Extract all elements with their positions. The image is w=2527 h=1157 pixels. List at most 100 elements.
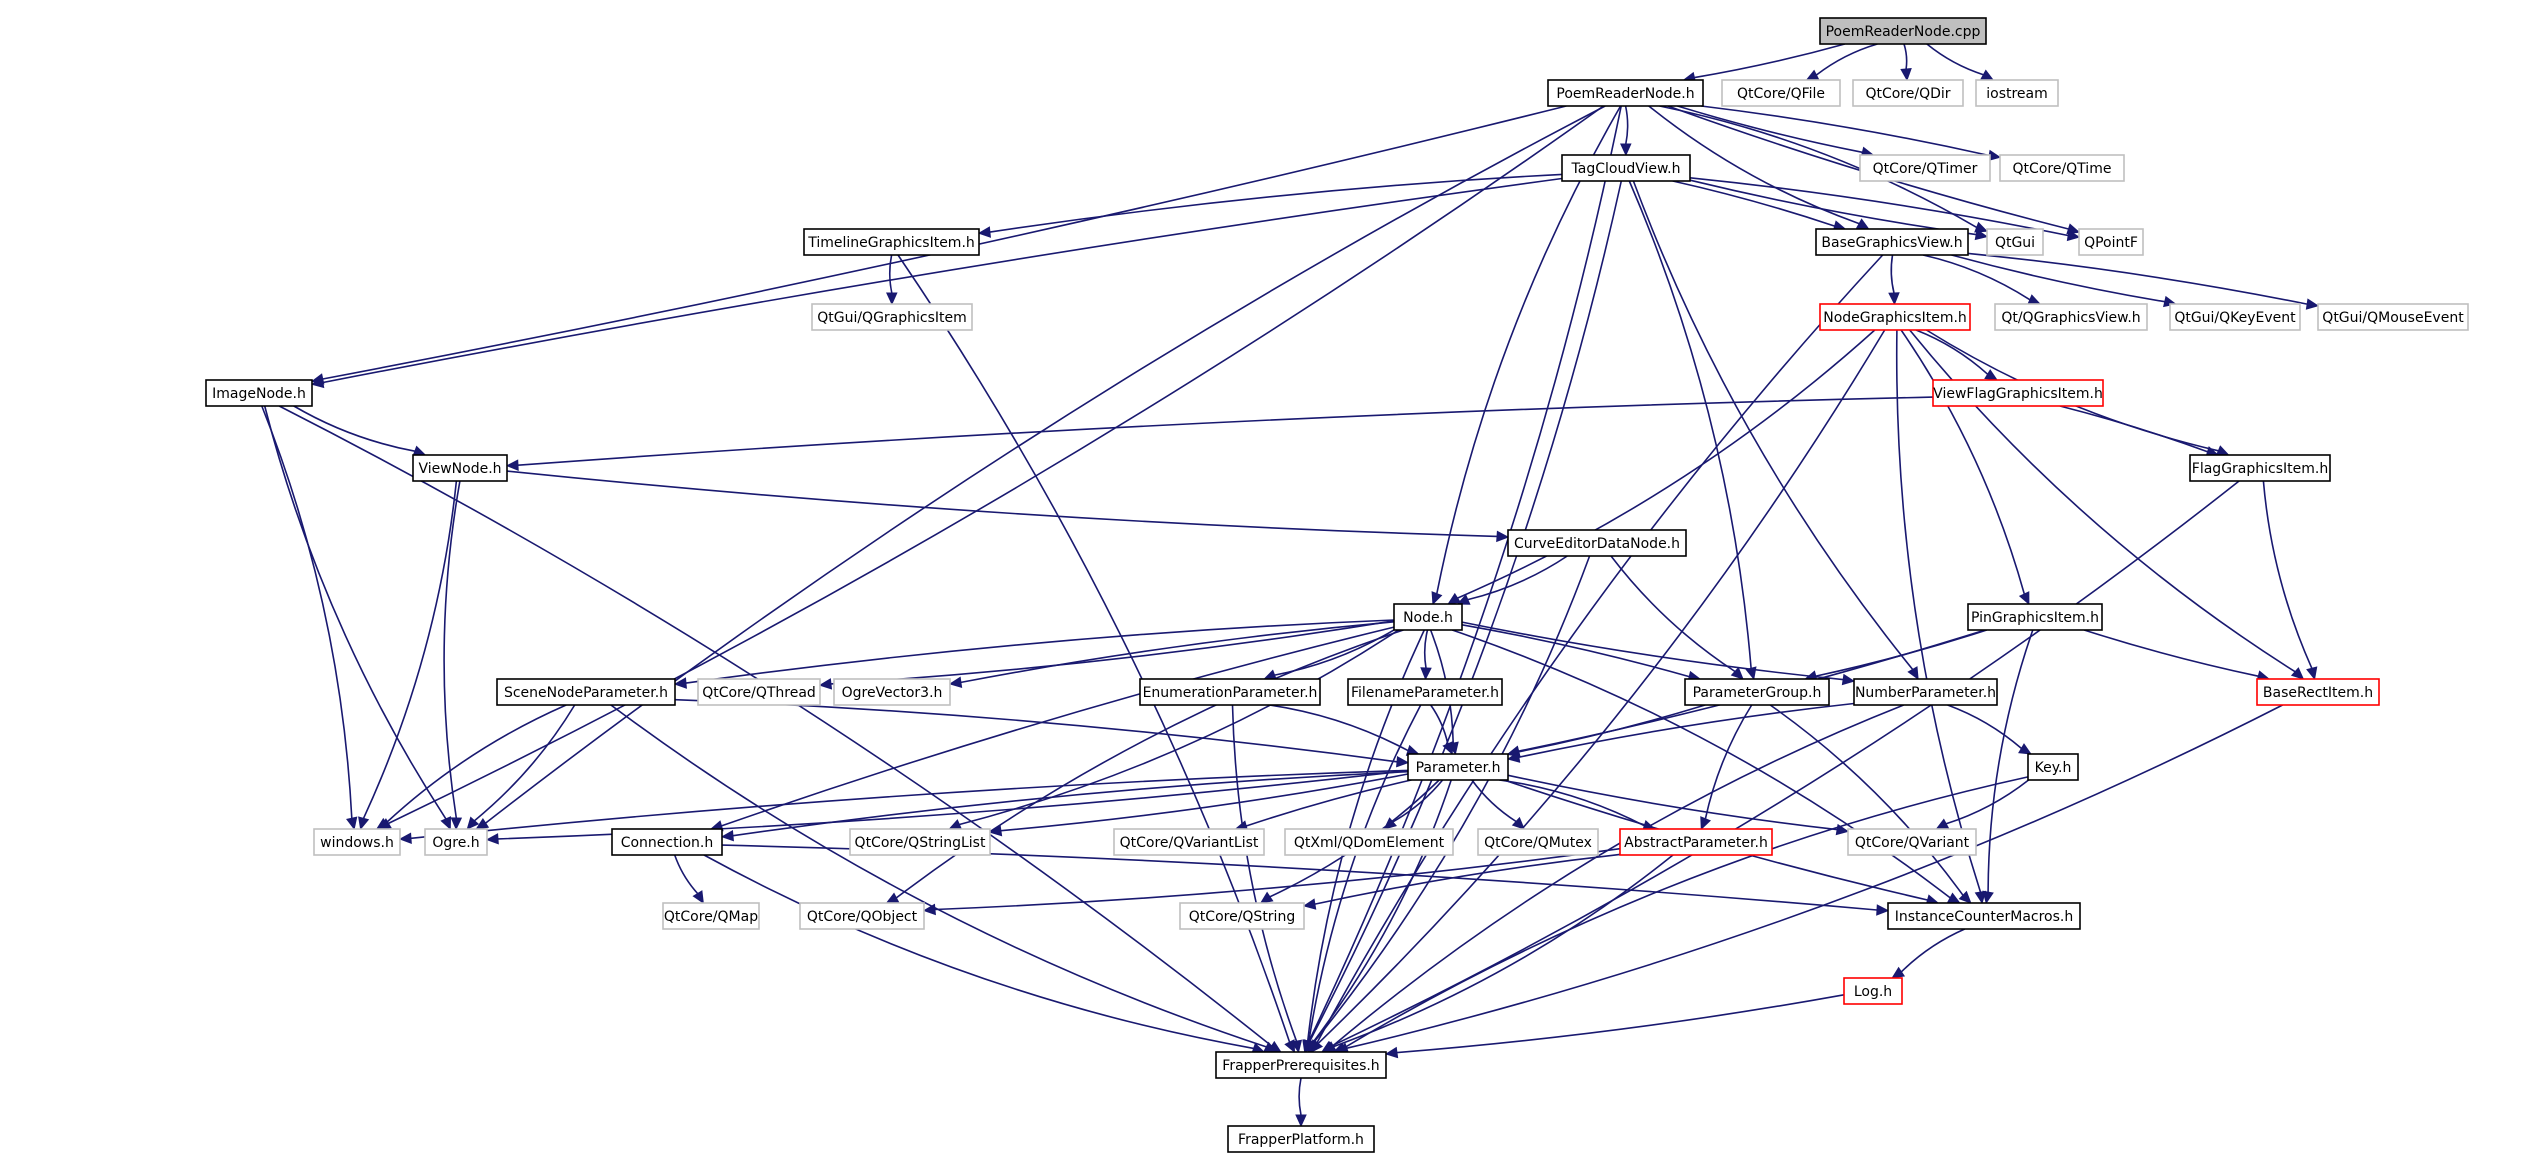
edge-arrowhead	[1876, 904, 1890, 916]
node-flaggraphicsitem-h[interactable]: FlagGraphicsItem.h	[2189, 454, 2331, 482]
node-box	[799, 902, 925, 930]
edge-arrowhead	[1982, 890, 1994, 905]
node-label: PinGraphicsItem.h	[1971, 610, 2099, 626]
node-label: PoemReaderNode.h	[1556, 86, 1694, 102]
edge-line	[1457, 329, 1876, 599]
node-poemreadernode-h[interactable]: PoemReaderNode.h	[1547, 79, 1704, 107]
node-abstractparameter-h[interactable]: AbstractParameter.h	[1619, 828, 1773, 856]
edge-line	[1610, 555, 1736, 673]
edge-arrowhead	[1290, 1039, 1303, 1054]
edge-line	[1392, 779, 1444, 823]
node-poemreadernode-cpp[interactable]: PoemReaderNode.cpp	[1819, 17, 1987, 45]
edge-line	[685, 619, 1395, 684]
node-basegraphicsview-h[interactable]: BaseGraphicsView.h	[1815, 228, 1969, 256]
edge-line	[2083, 629, 2259, 677]
edge-arrowhead	[692, 890, 704, 905]
node-viewnode-h[interactable]: ViewNode.h	[412, 454, 508, 482]
edges-layer	[261, 43, 2320, 1128]
edge-node_h-to-connection_h	[709, 626, 1395, 832]
node-filenameparameter-h[interactable]: FilenameParameter.h	[1347, 678, 1503, 706]
node-label: Key.h	[2035, 760, 2072, 776]
node-pingraphicsitem-h[interactable]: PinGraphicsItem.h	[1967, 603, 2103, 631]
edge-line	[1926, 43, 1984, 76]
node-baserectitem-h[interactable]: BaseRectItem.h	[2256, 678, 2380, 706]
edge-arrowhead	[948, 819, 963, 830]
edge-line	[2059, 405, 2208, 453]
edge-line	[895, 629, 1404, 899]
edge-line	[1461, 621, 1844, 681]
node-label: InstanceCounterMacros.h	[1895, 909, 2073, 925]
edge-log_h-to-frapperprerequisites_h	[1384, 994, 1845, 1059]
edge-line	[1987, 629, 2034, 893]
node-label: FlagGraphicsItem.h	[2192, 461, 2328, 477]
edge-line	[517, 396, 1934, 466]
edge-line	[1900, 928, 1966, 973]
node-connection-h[interactable]: Connection.h	[611, 828, 723, 856]
node-box	[1113, 828, 1265, 856]
edge-line	[1467, 555, 1568, 601]
edge-imagenode_h-to-windows_h	[261, 405, 358, 831]
node-node-h[interactable]: Node.h	[1393, 603, 1463, 631]
node-frapperplatform-h[interactable]: FrapperPlatform.h	[1227, 1125, 1375, 1153]
node-label: QtCore/QDir	[1865, 86, 1950, 102]
edge-numberparameter_h-to-parameter_h	[1506, 702, 1855, 763]
node-box	[1407, 753, 1509, 781]
node-frapperprerequisites-h[interactable]: FrapperPrerequisites.h	[1215, 1051, 1387, 1079]
edge-poemreadernode_cpp-to-poemreadernode_h	[1682, 43, 1846, 84]
edge-filenameparameter_h-to-parameter_h	[1430, 704, 1453, 756]
node-label: QPointF	[2084, 235, 2138, 251]
node-label: TimelineGraphicsItem.h	[807, 235, 975, 251]
node-imagenode-h[interactable]: ImageNode.h	[205, 379, 313, 407]
edge-numberparameter_h-to-key_h	[1947, 704, 2032, 755]
node-scenenodeparameter-h[interactable]: SceneNodeParameter.h	[496, 678, 676, 706]
node-numberparameter-h[interactable]: NumberParameter.h	[1853, 678, 1998, 706]
edge-arrowhead	[1295, 1114, 1307, 1128]
node-key-h[interactable]: Key.h	[2027, 753, 2079, 781]
edge-arrowhead	[1974, 228, 1989, 241]
node-box	[697, 678, 821, 706]
edge-line	[960, 621, 1395, 684]
edge-line	[388, 105, 1604, 825]
node-viewflaggraphicsitem-h[interactable]: ViewFlagGraphicsItem.h	[1932, 379, 2104, 407]
edge-arrowhead	[1835, 823, 1850, 836]
edge-arrowhead	[1700, 816, 1712, 831]
edge-line	[1947, 704, 2022, 750]
edge-viewflaggraphicsitem_h-to-flaggraphicsitem_h	[2059, 405, 2220, 458]
node-qtcore-qvariantlist: QtCore/QVariantList	[1113, 828, 1265, 856]
node-box	[1819, 303, 1971, 331]
node-qtxml-qdomelement: QtXml/QDomElement	[1284, 828, 1454, 856]
node-parametergroup-h[interactable]: ParameterGroup.h	[1684, 678, 1830, 706]
node-instancecountermacros-h[interactable]: InstanceCounterMacros.h	[1887, 902, 2081, 930]
edge-frapperprerequisites_h-to-frapperplatform_h	[1295, 1077, 1307, 1128]
node-curveeditordatanode-h[interactable]: CurveEditorDataNode.h	[1507, 529, 1687, 557]
node-label: Log.h	[1854, 984, 1892, 1000]
edge-viewnode_h-to-windows_h	[358, 480, 458, 831]
edge-line	[506, 470, 1498, 538]
node-enumerationparameter-h[interactable]: EnumerationParameter.h	[1139, 678, 1321, 706]
edge-parametergroup_h-to-abstractparameter_h	[1700, 704, 1753, 831]
edge-scenenodeparameter_h-to-ogre_h	[466, 704, 576, 830]
node-label: QtCore/QMap	[664, 909, 758, 925]
node-nodegraphicsitem-h[interactable]: NodeGraphicsItem.h	[1819, 303, 1971, 331]
edge-node_h-to-scenenodeparameter_h	[673, 619, 1395, 689]
node-log-h[interactable]: Log.h	[1843, 977, 1903, 1005]
edge-line	[1648, 105, 1860, 225]
edge-parametergroup_h-to-instancecountermacros_h	[1769, 704, 1972, 904]
node-label: QtCore/QTimer	[1873, 161, 1978, 177]
node-box	[1619, 828, 1773, 856]
edge-line	[888, 254, 893, 294]
node-box	[811, 303, 973, 331]
edge-poemreadernode_h-to-qtcore_qtimer	[1677, 105, 1875, 158]
node-tagcloudview-h[interactable]: TagCloudView.h	[1561, 154, 1691, 182]
edge-line	[410, 769, 1409, 840]
edge-scenenodeparameter_h-to-frapperprerequisites_h	[610, 704, 1278, 1053]
edge-line	[610, 704, 1267, 1048]
node-parameter-h[interactable]: Parameter.h	[1407, 753, 1509, 781]
node-box	[1547, 79, 1704, 107]
edge-line	[1945, 779, 2030, 825]
edge-line	[1967, 252, 2308, 305]
node-timelinegraphicsitem-h[interactable]: TimelineGraphicsItem.h	[803, 228, 980, 256]
edge-line	[1689, 177, 2069, 237]
node-label: QtCore/QString	[1189, 909, 1295, 925]
